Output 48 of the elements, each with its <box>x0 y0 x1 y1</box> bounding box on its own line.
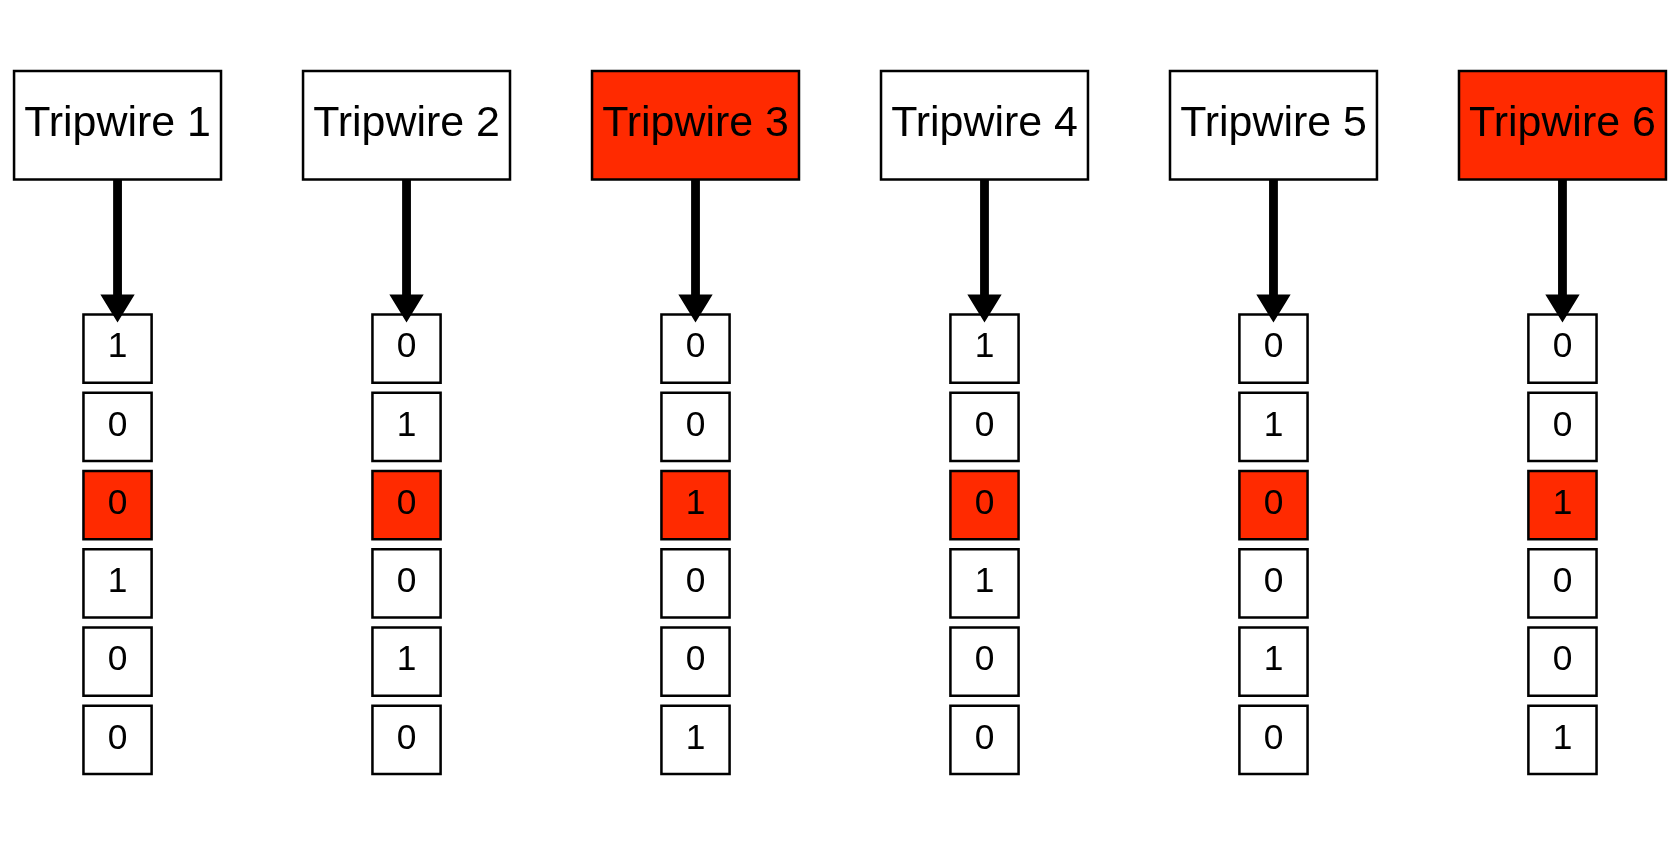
node-box: 0 <box>82 469 153 540</box>
node-box: 0 <box>371 704 442 775</box>
node-box: 0 <box>1527 391 1598 462</box>
arrow <box>967 179 1002 323</box>
node-box: 0 <box>1238 469 1309 540</box>
node-box: 0 <box>1527 547 1598 619</box>
node-box: 1 <box>1238 391 1309 462</box>
arrow <box>389 179 424 323</box>
arrow <box>100 179 135 323</box>
node-box: 0 <box>660 312 731 384</box>
node-box: 1 <box>660 469 731 540</box>
node-box: 0 <box>949 391 1020 462</box>
node-box: 1 <box>371 625 442 697</box>
node-box: 1 <box>1527 469 1598 540</box>
node-box: Tripwire 4 <box>879 69 1090 181</box>
node-box: 0 <box>1527 312 1598 384</box>
node-box: 0 <box>371 312 442 384</box>
arrow <box>1545 179 1580 323</box>
node-box: Tripwire 5 <box>1168 69 1379 181</box>
node-box: Tripwire 2 <box>301 69 512 181</box>
node-box: Tripwire 3 <box>590 69 801 181</box>
node-box: 0 <box>660 625 731 697</box>
node-box: 0 <box>371 547 442 619</box>
node-box: 0 <box>949 704 1020 775</box>
node-box: 0 <box>660 391 731 462</box>
node-box: 0 <box>82 625 153 697</box>
node-box: 1 <box>371 391 442 462</box>
node-box: 1 <box>949 547 1020 619</box>
node-box: 0 <box>949 469 1020 540</box>
node-box: 0 <box>1238 704 1309 775</box>
node-box: 1 <box>949 312 1020 384</box>
node-box: 0 <box>82 704 153 775</box>
node-box: 1 <box>82 312 153 384</box>
node-box: 0 <box>1527 625 1598 697</box>
node-box: 0 <box>660 547 731 619</box>
node-box: 0 <box>371 469 442 540</box>
node-box: 1 <box>1527 704 1598 775</box>
node-box: 0 <box>82 391 153 462</box>
node-box: 0 <box>1238 312 1309 384</box>
node-box: 0 <box>949 625 1020 697</box>
arrow <box>678 179 713 323</box>
node-box: Tripwire 1 <box>12 69 223 181</box>
node-box: 1 <box>660 704 731 775</box>
node-box: 0 <box>1238 547 1309 619</box>
node-box: Tripwire 6 <box>1457 69 1668 181</box>
node-box: 1 <box>82 547 153 619</box>
node-box: 1 <box>1238 625 1309 697</box>
arrow <box>1256 179 1291 323</box>
